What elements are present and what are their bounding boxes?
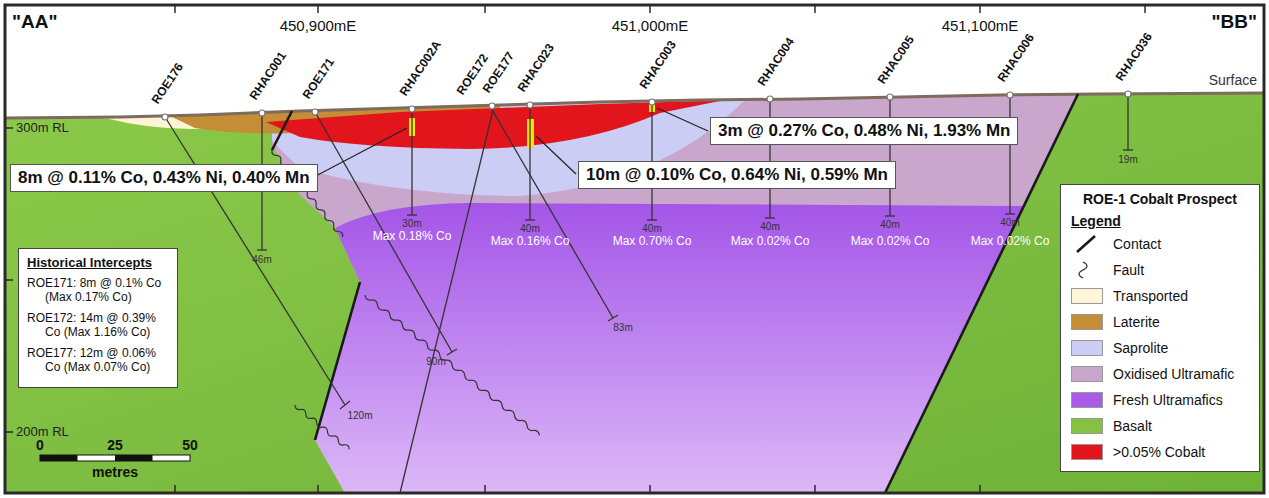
section-label: metres	[92, 464, 138, 480]
legend-text: Oxidised Ultramafic	[1113, 366, 1234, 382]
section-label: 40m	[760, 221, 779, 233]
drillhole	[165, 94, 1133, 493]
section-label: 450,900mE	[280, 17, 357, 34]
section-label: Max 0.02% Co	[851, 235, 930, 249]
section-label: "BB"	[1212, 11, 1257, 33]
section-label: 120m	[347, 410, 372, 422]
assay-callout: 3m @ 0.27% Co, 0.48% Ni, 1.93% Mn	[710, 117, 1018, 145]
section-label: 40m	[520, 223, 539, 235]
section-label: 19m	[1118, 154, 1137, 166]
section-label: Max 0.02% Co	[731, 235, 810, 249]
legend-swatch	[1071, 288, 1103, 304]
legend-text: Contact	[1113, 236, 1161, 252]
box-heading: 8m @ 0.11% Co, 0.43% Ni, 0.40% Mn	[18, 168, 310, 188]
box-text: ROE177: 12m @ 0.06% Co (Max 0.07% Co)	[27, 346, 169, 374]
legend-entry: Oxidised Ultramafic	[1071, 361, 1249, 387]
legend-line-sample	[1071, 261, 1103, 279]
frame	[5, 5, 1264, 493]
legend-swatch	[1071, 314, 1103, 330]
section-label: 451,100mE	[942, 17, 1019, 34]
section-label: 0	[36, 437, 44, 453]
legend-entry: Fault	[1071, 257, 1249, 283]
section-label: Max 0.70% Co	[613, 235, 692, 249]
section-label: 451,000mE	[612, 17, 689, 34]
legend-entry: Fresh Ultramafics	[1071, 387, 1249, 413]
assay-callout: 8m @ 0.11% Co, 0.43% Ni, 0.40% Mn	[10, 164, 318, 192]
legend-line-sample	[1071, 235, 1103, 253]
section-label: "AA"	[12, 11, 57, 33]
section-label: 90m	[426, 356, 445, 368]
section-label: Surface	[1209, 72, 1257, 88]
box-text: ROE172: 14m @ 0.39% Co (Max 1.16% Co)	[27, 311, 169, 339]
legend-swatch	[1071, 340, 1103, 356]
legend-text: >0.05% Cobalt	[1113, 444, 1205, 460]
box-heading: 10m @ 0.10% Co, 0.64% Ni, 0.59% Mn	[586, 165, 888, 185]
section-label: 40m	[1000, 217, 1019, 229]
fault-line	[295, 405, 349, 449]
legend-text: Transported	[1113, 288, 1188, 304]
section-label: 25	[107, 437, 123, 453]
box-heading: Historical Intercepts	[27, 255, 169, 270]
legend-text: Laterite	[1113, 314, 1160, 330]
legend-swatch	[1071, 418, 1103, 434]
section-label: 30m	[402, 218, 421, 230]
box-text: ROE171: 8m @ 0.1% Co (Max 0.17% Co)	[27, 276, 169, 304]
frame-tick	[5, 5, 1145, 493]
historical-box: Historical InterceptsROE171: 8m @ 0.1% C…	[18, 248, 178, 388]
section-label: Max 0.18% Co	[373, 230, 452, 244]
section-label: 46m	[252, 254, 271, 266]
box-heading: ROE-1 Cobalt Prospect	[1071, 191, 1249, 207]
scale-bar	[40, 455, 190, 461]
section-label: 50	[182, 437, 198, 453]
box-text: Legend	[1071, 213, 1249, 229]
legend-text: Fresh Ultramafics	[1113, 392, 1223, 408]
legend-swatch	[1071, 444, 1103, 460]
legend-entry: Basalt	[1071, 413, 1249, 439]
section-label: Max 0.16% Co	[491, 235, 570, 249]
section-label: 40m	[642, 223, 661, 235]
section-label: 300m RL	[16, 121, 69, 136]
fault-line	[365, 295, 539, 436]
legend-box: ROE-1 Cobalt ProspectLegendContactFaultT…	[1060, 184, 1260, 472]
legend-text: Fault	[1113, 262, 1144, 278]
legend-entry: Transported	[1071, 283, 1249, 309]
section-label: Max 0.02% Co	[971, 235, 1050, 249]
legend-swatch	[1071, 392, 1103, 408]
legend-entry: Saprolite	[1071, 335, 1249, 361]
legend-swatch	[1071, 366, 1103, 382]
section-label: 83m	[613, 322, 632, 334]
legend-entry: Laterite	[1071, 309, 1249, 335]
section-label: 40m	[880, 219, 899, 231]
legend-text: Basalt	[1113, 418, 1152, 434]
fault-line	[272, 150, 540, 449]
legend-entry: >0.05% Cobalt	[1071, 439, 1249, 465]
legend-entry: Contact	[1071, 231, 1249, 257]
legend-text: Saprolite	[1113, 340, 1168, 356]
box-heading: 3m @ 0.27% Co, 0.48% Ni, 1.93% Mn	[718, 121, 1010, 141]
assay-callout: 10m @ 0.10% Co, 0.64% Ni, 0.59% Mn	[578, 161, 896, 189]
contact-line	[272, 94, 1078, 493]
